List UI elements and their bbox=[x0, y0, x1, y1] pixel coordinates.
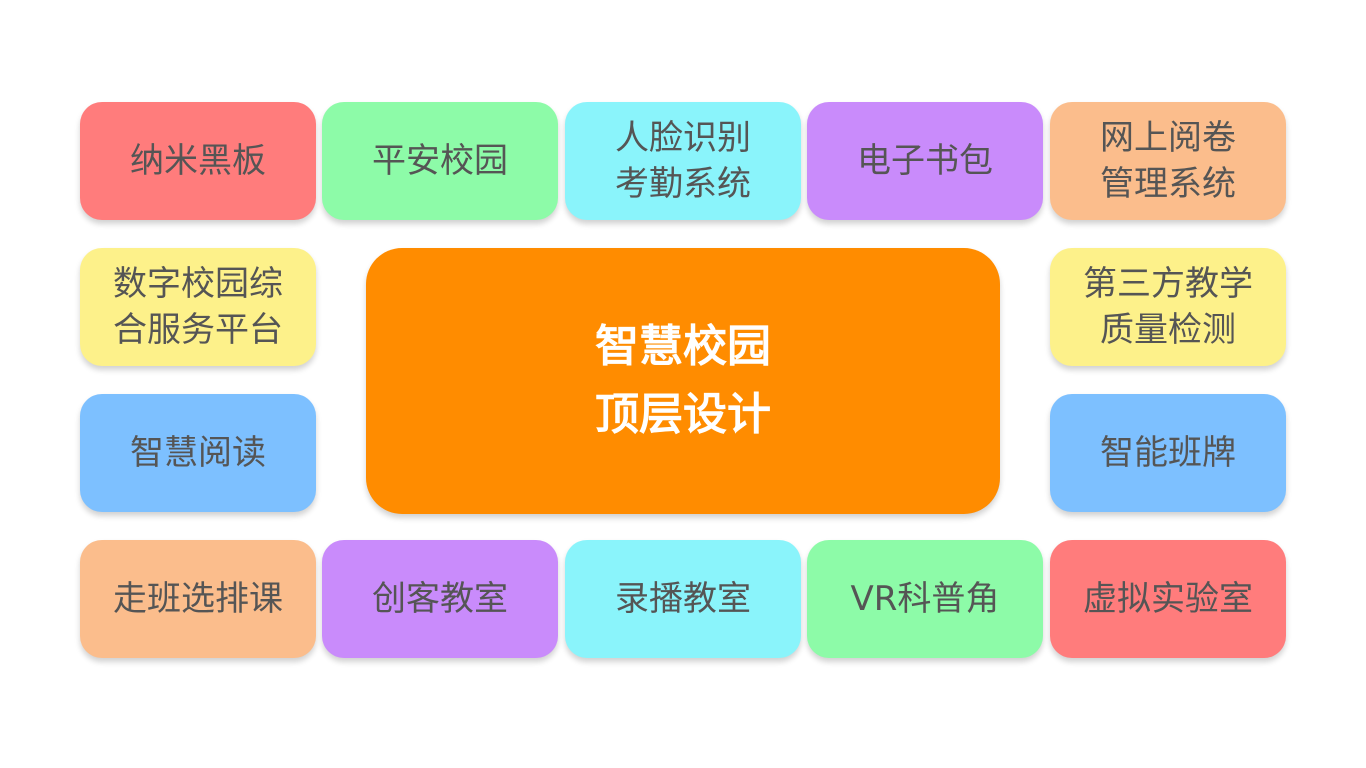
tile-recording-classroom: 录播教室 bbox=[565, 540, 801, 658]
tile-label-line2: 管理系统 bbox=[1100, 164, 1236, 204]
tile-e-schoolbag: 电子书包 bbox=[807, 102, 1043, 220]
tile-label-line1: 第三方教学 bbox=[1083, 264, 1253, 304]
center-title-line1: 智慧校园 bbox=[595, 321, 771, 372]
tile-label: 电子书包 bbox=[857, 141, 993, 181]
tile-maker-classroom: 创客教室 bbox=[322, 540, 558, 658]
center-title-line2: 顶层设计 bbox=[595, 389, 771, 440]
tile-online-marking: 网上阅卷管理系统 bbox=[1050, 102, 1286, 220]
tile-nano-blackboard: 纳米黑板 bbox=[80, 102, 316, 220]
tile-label-line2: 考勤系统 bbox=[615, 164, 751, 204]
tile-face-recognition: 人脸识别考勤系统 bbox=[565, 102, 801, 220]
tile-course-scheduling: 走班选排课 bbox=[80, 540, 316, 658]
tile-third-party-quality: 第三方教学质量检测 bbox=[1050, 248, 1286, 366]
tile-label-line1: 网上阅卷 bbox=[1100, 118, 1236, 158]
tile-safe-campus: 平安校园 bbox=[322, 102, 558, 220]
tile-virtual-lab: 虚拟实验室 bbox=[1050, 540, 1286, 658]
tile-label: 平安校园 bbox=[372, 141, 508, 181]
tile-smart-class-sign: 智能班牌 bbox=[1050, 394, 1286, 512]
tile-label: 走班选排课 bbox=[113, 579, 283, 619]
tile-label-line2: 质量检测 bbox=[1100, 310, 1236, 350]
tile-label: 录播教室 bbox=[615, 579, 751, 619]
tile-smart-reading: 智慧阅读 bbox=[80, 394, 316, 512]
tile-label: 智慧阅读 bbox=[130, 433, 266, 473]
tile-label-line1: 人脸识别 bbox=[615, 118, 751, 158]
center-block: 智慧校园 顶层设计 bbox=[366, 248, 1000, 514]
tile-label: 创客教室 bbox=[372, 579, 508, 619]
tile-label: 虚拟实验室 bbox=[1083, 579, 1253, 619]
tile-label: 智能班牌 bbox=[1100, 433, 1236, 473]
tile-label: VR科普角 bbox=[850, 579, 1000, 619]
tile-label-line1: 数字校园综 bbox=[113, 264, 283, 304]
tile-label: 纳米黑板 bbox=[130, 141, 266, 181]
tile-vr-corner: VR科普角 bbox=[807, 540, 1043, 658]
tile-digital-campus-platform: 数字校园综合服务平台 bbox=[80, 248, 316, 366]
tile-label-line2: 合服务平台 bbox=[113, 310, 283, 350]
